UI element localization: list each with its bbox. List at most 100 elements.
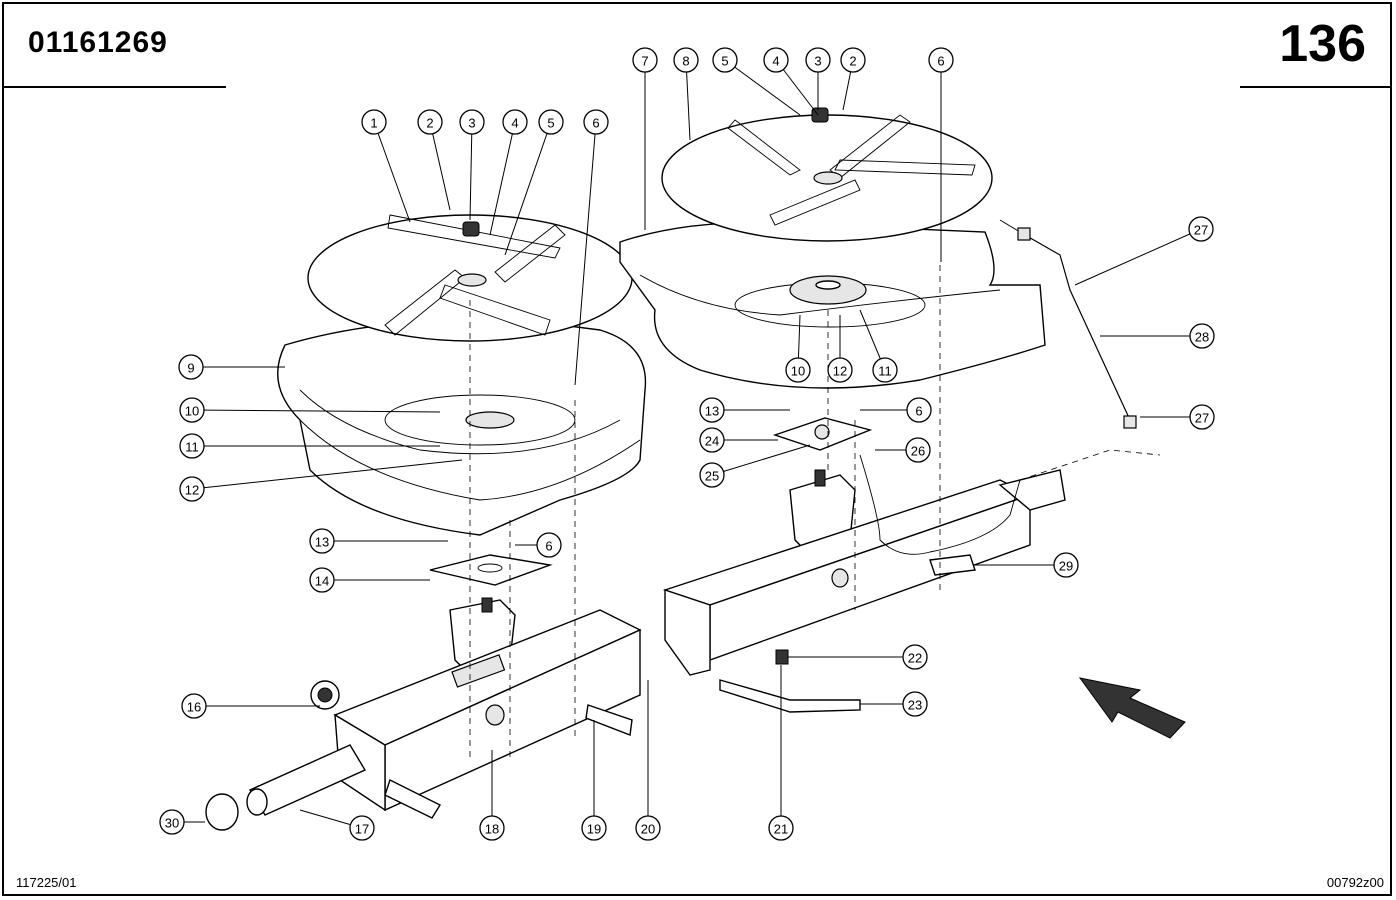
left-housing — [277, 319, 647, 536]
callout-circle — [928, 47, 954, 73]
callout-circle — [179, 397, 205, 423]
callout-label: 9 — [187, 361, 194, 376]
callout-circle — [805, 47, 831, 73]
right-frame-beam — [662, 454, 1066, 676]
callout-label: 10 — [791, 364, 805, 379]
callout-leader — [429, 121, 451, 211]
callout-21: 21 — [768, 665, 794, 841]
assembly-lines — [469, 265, 1161, 760]
callout-circle — [179, 476, 205, 502]
callout-circle — [361, 109, 387, 135]
callout-9: 9 — [178, 354, 285, 380]
callout-13: 13 — [699, 397, 790, 423]
callout-circle — [768, 815, 794, 841]
callout-6: 6 — [574, 109, 609, 386]
callout-label: 24 — [705, 434, 719, 449]
callout-circle — [763, 47, 789, 73]
callout-circle — [699, 427, 725, 453]
callout-label: 8 — [682, 54, 689, 69]
callout-label: 21 — [774, 822, 788, 837]
callout-leader — [724, 59, 801, 116]
callout-label: 17 — [355, 822, 369, 837]
callout-24: 24 — [699, 427, 778, 453]
callout-circle — [840, 47, 866, 73]
page-number: 136 — [1279, 15, 1366, 73]
callout-circle — [1189, 404, 1215, 430]
callout-4: 4 — [763, 47, 819, 116]
callout-label: 11 — [878, 364, 892, 379]
callout-label: 14 — [315, 574, 329, 589]
callout-label: 6 — [545, 539, 552, 554]
callout-leader — [685, 59, 691, 141]
callout-label: 13 — [315, 535, 329, 550]
callout-label: 2 — [426, 116, 433, 131]
callout-22: 22 — [788, 644, 928, 670]
callout-label: 2 — [849, 54, 856, 69]
callout-11: 11 — [859, 309, 898, 383]
callout-circle — [712, 47, 738, 73]
footer-right-code: 00792z00 — [1326, 875, 1384, 890]
callout-circle — [1053, 552, 1079, 578]
callout-8: 8 — [673, 47, 699, 141]
left-frame-beam — [205, 609, 642, 831]
callout-label: 25 — [705, 469, 719, 484]
callout-20: 20 — [635, 680, 661, 841]
callout-label: 16 — [187, 700, 201, 715]
callout-leader — [191, 459, 463, 490]
callout-6: 6 — [860, 397, 932, 423]
callout-18: 18 — [479, 750, 505, 841]
callout-5: 5 — [504, 109, 564, 256]
callout-circle — [159, 809, 185, 835]
callout-circle — [309, 567, 335, 593]
part-number: 01161269 — [28, 26, 168, 59]
callout-label: 7 — [641, 54, 648, 69]
callout-circle — [459, 109, 485, 135]
callout-label: 27 — [1195, 411, 1209, 426]
callout-10: 10 — [179, 397, 441, 423]
header-rule-right — [1240, 86, 1390, 88]
callout-circle — [673, 47, 699, 73]
callout-circle — [906, 397, 932, 423]
callout-label: 23 — [908, 698, 922, 713]
callout-circle — [178, 354, 204, 380]
callout-26: 26 — [875, 437, 931, 463]
callout-circle — [905, 437, 931, 463]
callout-29: 29 — [975, 552, 1079, 578]
callout-label: 20 — [641, 822, 655, 837]
callout-leader — [469, 121, 473, 221]
callout-7: 7 — [632, 47, 658, 230]
right-spreader-disc — [661, 107, 993, 242]
callout-28: 28 — [1100, 323, 1215, 349]
callout-leader — [191, 409, 441, 413]
callout-circle — [536, 532, 562, 558]
callout-label: 12 — [833, 364, 847, 379]
callout-label: 5 — [547, 116, 554, 131]
right-housing — [619, 221, 1046, 389]
callout-27: 27 — [1074, 216, 1214, 286]
callout-label: 18 — [485, 822, 499, 837]
callout-27: 27 — [1140, 404, 1215, 430]
callout-label: 6 — [937, 54, 944, 69]
callout-label: 29 — [1059, 559, 1073, 574]
callout-30: 30 — [159, 809, 205, 835]
callout-16: 16 — [181, 693, 320, 719]
callout-circle — [583, 109, 609, 135]
callout-circle — [479, 815, 505, 841]
callout-label: 5 — [721, 54, 728, 69]
callout-label: 4 — [772, 54, 779, 69]
callout-circle — [827, 357, 853, 383]
callout-label: 6 — [592, 116, 599, 131]
callout-circle — [635, 815, 661, 841]
callout-13: 13 — [309, 528, 448, 554]
callout-label: 3 — [814, 54, 821, 69]
callout-leader — [373, 121, 411, 223]
callout-leader — [489, 121, 516, 236]
callout-label: 19 — [587, 822, 601, 837]
callout-label: 26 — [911, 444, 925, 459]
callout-circle — [538, 109, 564, 135]
callout-6: 6 — [928, 47, 954, 262]
callout-circle — [179, 433, 205, 459]
